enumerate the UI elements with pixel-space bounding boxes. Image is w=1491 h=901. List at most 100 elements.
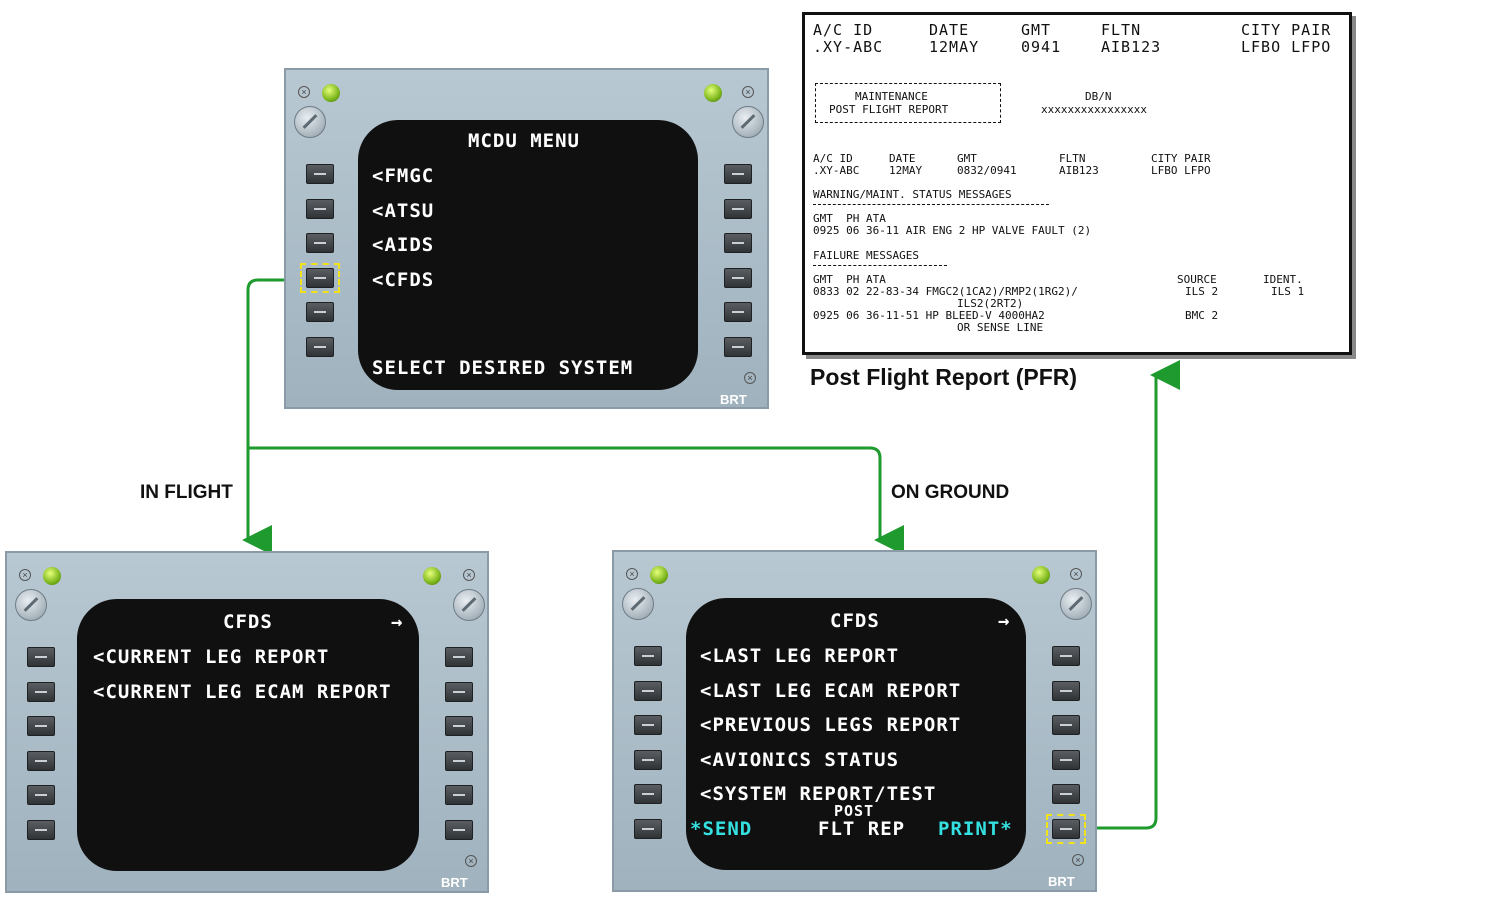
pfr-failure-row1: 0833 02 22-83-34 FMGC2(1CA2)/RMP2(1RG2)/: [813, 285, 1078, 298]
brightness-knob-icon[interactable]: [453, 589, 485, 621]
pfr-ident-label: IDENT.: [1263, 273, 1303, 286]
lsk-6r-button[interactable]: [445, 820, 473, 840]
pfr-warning-cols: GMT PH ATA: [813, 212, 886, 225]
post-flight-report-printout: A/C ID DATE GMT FLTN CITY PAIR .XY-ABC 1…: [802, 12, 1352, 355]
pfr-header-value-acid: .XY-ABC: [813, 38, 884, 56]
lsk-2l-button[interactable]: [27, 682, 55, 702]
pfr-sub-label-fltn: FLTN: [1059, 152, 1086, 165]
lsk-6l-button[interactable]: [306, 337, 334, 357]
fm-led-icon: [704, 84, 722, 102]
lsk-4l-button[interactable]: [634, 750, 662, 770]
lsk-3r-button[interactable]: [724, 233, 752, 253]
screw-icon: ×: [298, 86, 310, 98]
last-leg-report-item: <LAST LEG REPORT: [700, 645, 900, 667]
avionics-status-item: <AVIONICS STATUS: [700, 749, 900, 771]
lsk-1r-button[interactable]: [1052, 646, 1080, 666]
lsk-5r-button[interactable]: [445, 785, 473, 805]
cfds-on-ground-panel: × × CFDS → <LAST LEG REPORT <LAST LEG EC…: [612, 550, 1097, 892]
lsk-1r-button[interactable]: [445, 647, 473, 667]
brt-label: BRT: [720, 392, 747, 407]
fail-led-icon: [650, 566, 668, 584]
lsk-1r-button[interactable]: [724, 164, 752, 184]
lsk-6l-button[interactable]: [27, 820, 55, 840]
mcdu-menu-panel: × × MCDU MENU <FMGC <ATSU <AIDS <CFDS SE…: [284, 68, 769, 409]
on-ground-label: ON GROUND: [891, 482, 1010, 503]
cfds-in-flight-panel: × × CFDS → <CURRENT LEG REPORT <CURRENT …: [5, 551, 489, 893]
menu-item-atsu: <ATSU: [372, 200, 435, 222]
pfr-failure-title: FAILURE MESSAGES: [813, 249, 919, 262]
pfr-sub-value-gmt: 0832/0941: [957, 164, 1017, 177]
pfr-header-value-date: 12MAY: [929, 38, 980, 56]
brt-label: BRT: [1048, 874, 1075, 889]
pfr-header-value-gmt: 0941: [1021, 38, 1062, 56]
brightness-knob-icon[interactable]: [15, 589, 47, 621]
current-leg-ecam-report-item: <CURRENT LEG ECAM REPORT: [93, 681, 392, 703]
pfr-sub-value-citypair: LFBO LFPO: [1151, 164, 1211, 177]
pfr-dbn-value: xxxxxxxxxxxxxxxx: [1041, 103, 1147, 116]
next-page-arrow-icon: →: [998, 610, 1011, 632]
pfr-dbn-label: DB/N: [1085, 90, 1112, 103]
screw-icon: ×: [744, 372, 756, 384]
lsk-5l-button[interactable]: [306, 302, 334, 322]
lsk-4l-button[interactable]: [306, 268, 334, 288]
lsk-4r-button[interactable]: [1052, 750, 1080, 770]
brightness-knob-icon[interactable]: [732, 106, 764, 138]
lsk-2r-button[interactable]: [1052, 681, 1080, 701]
pfr-failure-row1-ident: ILS 1: [1271, 285, 1305, 298]
lsk-3r-button[interactable]: [445, 716, 473, 736]
pfr-failure-row2: 0925 06 36-11-51 HP BLEED-V 4000HA2: [813, 309, 1045, 322]
print-prompt: PRINT*: [938, 818, 1013, 840]
lsk-5l-button[interactable]: [27, 785, 55, 805]
next-page-arrow-icon: →: [391, 611, 404, 633]
lsk-2l-button[interactable]: [634, 681, 662, 701]
lsk-2l-button[interactable]: [306, 199, 334, 219]
mcdu-menu-screen: MCDU MENU <FMGC <ATSU <AIDS <CFDS SELECT…: [358, 120, 698, 390]
screw-icon: ×: [1070, 568, 1082, 580]
lsk-2r-button[interactable]: [724, 199, 752, 219]
lsk-6l-button[interactable]: [634, 819, 662, 839]
screen-footer: SELECT DESIRED SYSTEM: [372, 357, 634, 379]
lsk-6r-print-button[interactable]: [1052, 819, 1080, 839]
last-leg-ecam-report-item: <LAST LEG ECAM REPORT: [700, 680, 962, 702]
lsk-5l-button[interactable]: [634, 784, 662, 804]
selected-lsk-highlight: [300, 263, 340, 293]
pfr-failure-cols: GMT PH ATA: [813, 273, 886, 286]
lsk-3l-button[interactable]: [306, 233, 334, 253]
lsk-1l-button[interactable]: [634, 646, 662, 666]
brightness-knob-icon[interactable]: [1060, 588, 1092, 620]
lsk-4r-button[interactable]: [445, 751, 473, 771]
fail-led-icon: [322, 84, 340, 102]
lsk-2r-button[interactable]: [445, 682, 473, 702]
system-report-test-item: <SYSTEM REPORT/TEST: [700, 783, 937, 805]
pfr-caption: Post Flight Report (PFR): [810, 364, 1078, 390]
pfr-title-line1: MAINTENANCE: [855, 90, 928, 103]
brightness-knob-icon[interactable]: [294, 106, 326, 138]
flt-rep-label: FLT REP: [818, 818, 906, 840]
brightness-knob-icon[interactable]: [622, 588, 654, 620]
lsk-4l-button[interactable]: [27, 751, 55, 771]
screw-icon: ×: [463, 569, 475, 581]
lsk-3l-button[interactable]: [27, 716, 55, 736]
brt-label: BRT: [441, 875, 468, 890]
pfr-warning-title: WARNING/MAINT. STATUS MESSAGES: [813, 188, 1012, 201]
lsk-1l-button[interactable]: [306, 164, 334, 184]
lsk-1l-button[interactable]: [27, 647, 55, 667]
pfr-failure-row1-source: ILS 2: [1185, 285, 1219, 298]
pfr-header-value-fltn: AIB123: [1101, 38, 1162, 56]
fm-led-icon: [423, 567, 441, 585]
pfr-header-label-date: DATE: [929, 21, 970, 39]
pfr-warning-underline: [813, 204, 1049, 205]
pfr-header-label-gmt: GMT: [1021, 21, 1052, 39]
lsk-3r-button[interactable]: [1052, 715, 1080, 735]
lsk-3l-button[interactable]: [634, 715, 662, 735]
cfds-on-ground-screen: CFDS → <LAST LEG REPORT <LAST LEG ECAM R…: [686, 598, 1026, 870]
screw-icon: ×: [626, 568, 638, 580]
screen-title: MCDU MENU: [468, 130, 580, 152]
pfr-header-label-fltn: FLTN: [1101, 21, 1142, 39]
selected-lsk-highlight: [1046, 814, 1086, 844]
lsk-6r-button[interactable]: [724, 337, 752, 357]
lsk-5r-button[interactable]: [1052, 784, 1080, 804]
pfr-failure-underline: [813, 265, 947, 266]
lsk-5r-button[interactable]: [724, 302, 752, 322]
lsk-4r-button[interactable]: [724, 268, 752, 288]
